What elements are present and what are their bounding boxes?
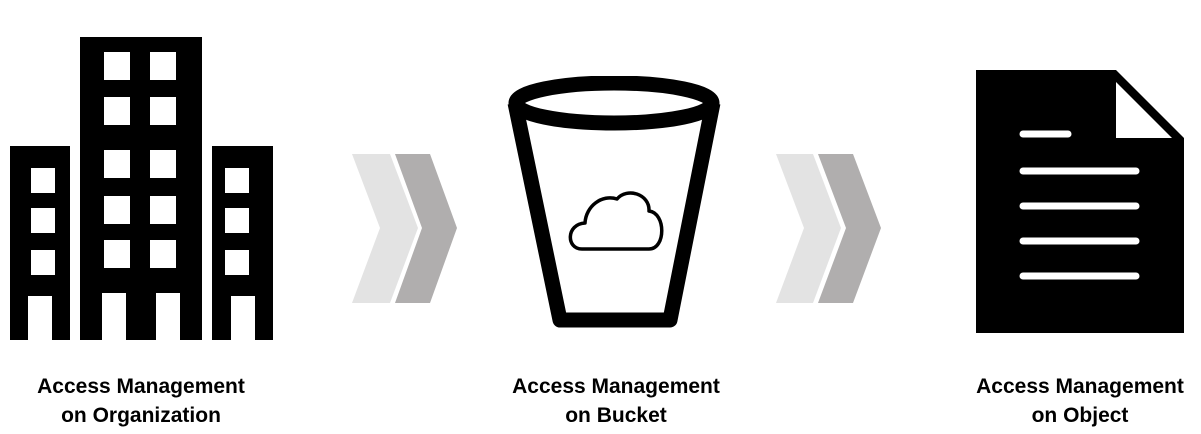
chevron-right-icon xyxy=(776,154,881,303)
bucket-label-line1: Access Management xyxy=(512,375,720,398)
object-label: Access Management on Object xyxy=(960,372,1200,430)
object-label-line1: Access Management xyxy=(976,375,1184,398)
object-label-line2: on Object xyxy=(1031,404,1129,427)
chevron-light-shape xyxy=(352,154,418,303)
bucket-label-line2: on Bucket xyxy=(565,404,667,427)
bucket-label: Access Management on Bucket xyxy=(496,372,736,430)
document-icon xyxy=(976,70,1184,333)
bucket-icon xyxy=(507,76,721,328)
cloud-icon xyxy=(568,191,664,251)
chevron-light-shape xyxy=(776,154,841,303)
organization-label: Access Management on Organization xyxy=(21,372,261,430)
office-building-icon xyxy=(10,37,273,340)
organization-label-line1: Access Management xyxy=(37,375,245,398)
organization-label-line2: on Organization xyxy=(61,404,221,427)
chevron-dark-shape xyxy=(818,154,881,303)
chevron-right-icon xyxy=(352,154,457,303)
chevron-dark-shape xyxy=(395,154,457,303)
